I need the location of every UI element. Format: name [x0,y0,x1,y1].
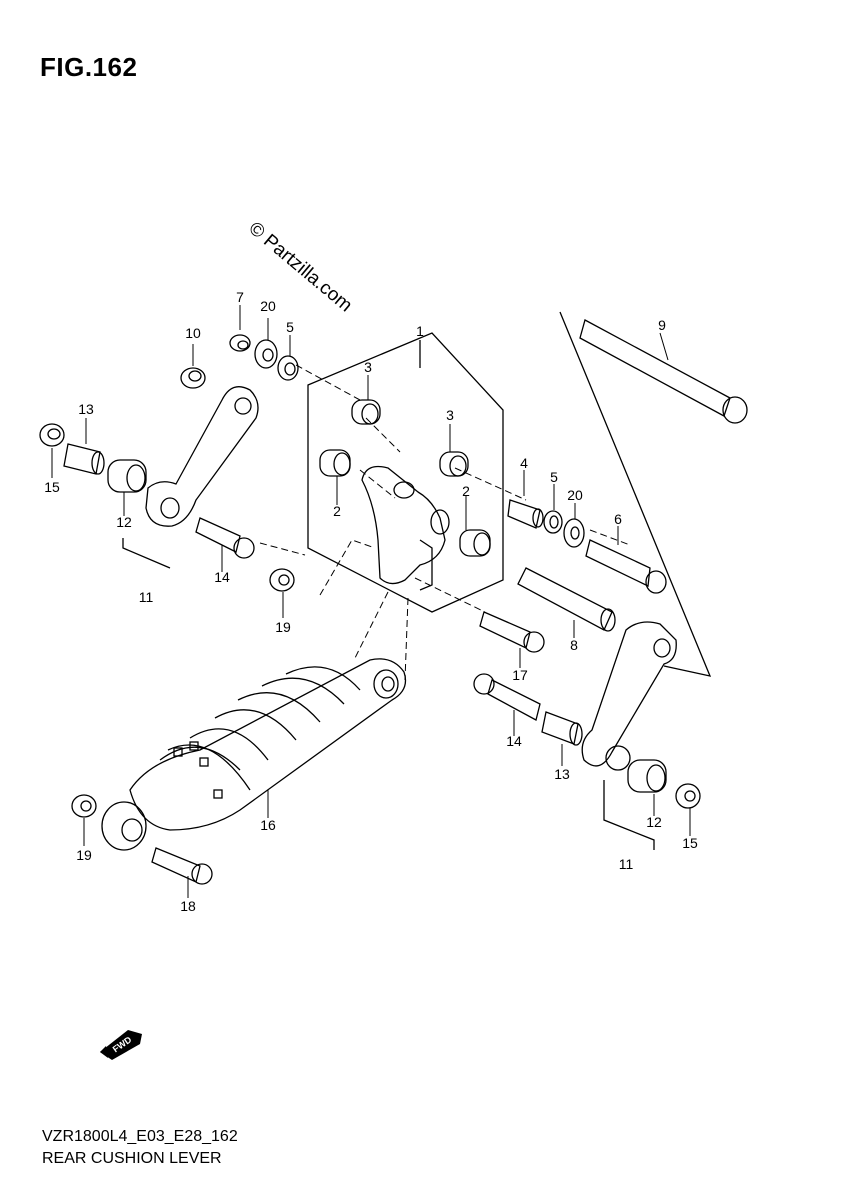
cushion-rod-icon [145,386,259,527]
bearing-icon [459,529,491,557]
part-number-3a: 3 [364,359,372,375]
part-number-20a: 20 [260,298,276,314]
spacer-icon [507,499,544,529]
bolt-icon [473,673,541,721]
nut-icon [71,794,97,818]
figure-title: FIG.162 [40,52,138,82]
fwd-arrow-icon: FWD [100,1030,142,1060]
spacer-icon [63,443,105,475]
nut-icon [180,367,206,389]
part-number-17: 17 [512,667,528,683]
part-number-3b: 3 [446,407,454,423]
seal-icon [543,510,563,534]
part-number-11b: 11 [619,856,634,872]
part-number-14b: 14 [506,733,522,749]
nut-icon [675,783,701,809]
spacer-icon [541,711,583,746]
part-number-5a: 5 [286,319,294,335]
part-number-13b: 13 [554,766,570,782]
part-number-6: 6 [614,511,622,527]
rod-outline [559,311,712,677]
bearing-icon [107,459,147,493]
part-number-10: 10 [185,325,201,341]
part-number-19a: 19 [275,619,291,635]
part-number-13a: 13 [78,401,94,417]
nut-icon [229,334,251,352]
part-number-16: 16 [260,817,276,833]
bracket-11-right [603,780,655,850]
part-number-20b: 20 [567,487,583,503]
part-number-2b: 2 [462,483,470,499]
part-number-1: 1 [416,323,424,339]
washer-icon [563,518,585,548]
part-number-18: 18 [180,898,196,914]
bolt-icon [585,539,667,594]
seal-icon [277,355,299,381]
assembly-outline-box [307,332,504,613]
washer-icon [254,339,278,369]
diagram-caption: REAR CUSHION LEVER [42,1150,222,1167]
bolt-icon [195,517,255,559]
part-number-9: 9 [658,317,666,333]
cushion-rod-icon [581,621,677,771]
part-number-2a: 2 [333,503,341,519]
part-number-5b: 5 [550,469,558,485]
shock-absorber-icon [101,658,407,851]
nut-icon [39,423,65,447]
model-code: VZR1800L4_E03_E28_162 [42,1128,238,1145]
bracket-11-left [122,538,171,569]
part-number-12b: 12 [646,814,662,830]
part-number-7: 7 [236,289,244,305]
bearing-icon [351,399,381,425]
part-number-8: 8 [570,637,578,653]
long-bolt-icon [579,319,748,424]
part-number-19b: 19 [76,847,92,863]
bearing-icon [627,759,667,793]
bolt-icon [151,847,213,885]
part-number-4: 4 [520,455,528,471]
part-number-12a: 12 [116,514,132,530]
pipe-icon [517,567,616,632]
part-number-15b: 15 [682,835,698,851]
part-number-11a: 11 [139,589,154,605]
nut-icon [269,568,295,592]
bolt-icon [479,611,545,653]
cushion-lever-icon [361,465,450,591]
part-number-14a: 14 [214,569,230,585]
bearing-icon [319,449,351,477]
bearing-icon [439,451,469,477]
part-number-15a: 15 [44,479,60,495]
